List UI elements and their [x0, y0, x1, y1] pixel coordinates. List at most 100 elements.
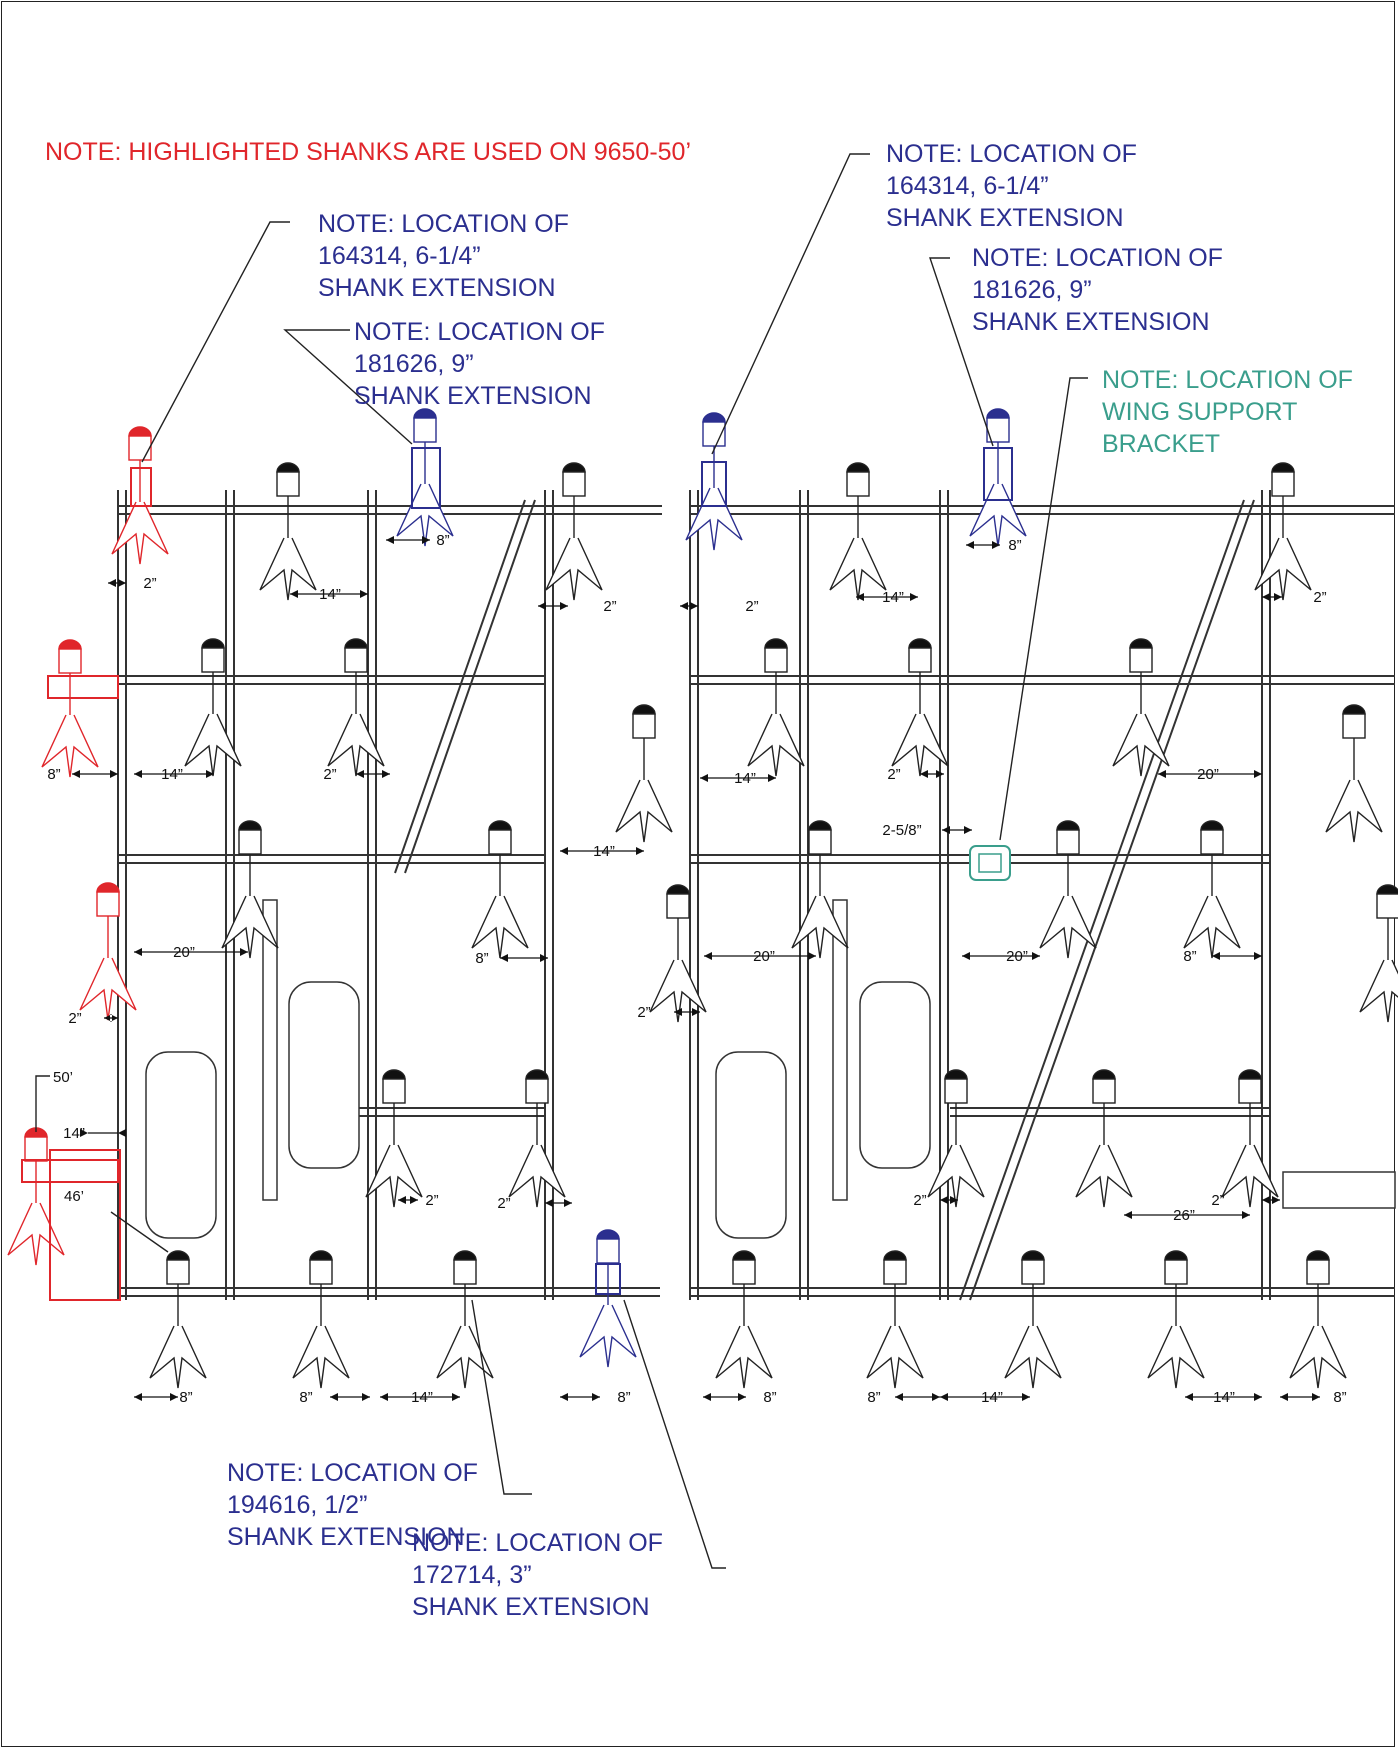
shank-clamp — [24, 1136, 48, 1162]
wing-extension-highlighted — [47, 675, 119, 699]
note-line: 181626, 9” — [972, 276, 1092, 304]
dim-bottom-label: 8” — [617, 1389, 630, 1406]
sweep — [1075, 1144, 1133, 1208]
leader-line — [471, 1299, 532, 1495]
shank-cap — [453, 1250, 477, 1261]
shank-clamp — [1342, 713, 1366, 739]
shank-clamp — [201, 647, 225, 673]
shank-clamp — [1092, 1078, 1116, 1104]
dim-2-arrow — [920, 770, 944, 778]
sweep — [1359, 959, 1398, 1023]
note-line: 181626, 9” — [354, 350, 474, 378]
dim-2-label: 2” — [745, 598, 758, 615]
dim-bottom-arrow — [330, 1393, 370, 1401]
dim-2-arrow — [680, 602, 698, 610]
shank — [927, 1069, 985, 1208]
shank — [1325, 704, 1383, 843]
shank-clamp — [666, 893, 690, 919]
sweep — [1221, 1144, 1279, 1208]
shank — [791, 820, 849, 959]
shank-cap — [1342, 704, 1366, 715]
shank — [685, 412, 743, 551]
shank — [1075, 1069, 1133, 1208]
shank-cap — [944, 1069, 968, 1080]
note-right-164314: NOTE: LOCATION OF 164314, 6-1/4” SHANK E… — [886, 138, 1137, 234]
shank-clamp — [944, 1078, 968, 1104]
note-line: SHANK EXTENSION — [354, 382, 592, 410]
sweep — [615, 779, 673, 843]
dim-2-5-8-label: 2-5/8” — [882, 822, 921, 839]
shank-cap — [883, 1250, 907, 1261]
sweep — [545, 537, 603, 601]
dim-14-label: 14” — [319, 586, 341, 603]
shank-clamp — [562, 471, 586, 497]
label-46: 46’ — [64, 1188, 84, 1205]
dim-20-label: 20” — [1006, 948, 1028, 965]
shank — [184, 638, 242, 777]
sweep — [436, 1325, 494, 1389]
sweep — [292, 1325, 350, 1389]
shank-cap — [128, 426, 152, 437]
shank-cap — [666, 884, 690, 895]
shank — [111, 426, 169, 565]
sweep — [79, 957, 137, 1021]
shank — [7, 1127, 65, 1266]
gauge-wheel — [715, 1051, 787, 1239]
shank — [545, 462, 603, 601]
sweep — [1325, 779, 1383, 843]
note-right-181626: NOTE: LOCATION OF 181626, 9” SHANK EXTEN… — [972, 242, 1223, 338]
dim-14-label: 14” — [161, 766, 183, 783]
note-line: WING SUPPORT — [1102, 398, 1298, 426]
dim-2-label: 2” — [887, 766, 900, 783]
sweep — [111, 501, 169, 565]
shank — [508, 1069, 566, 1208]
note-line: NOTE: LOCATION OF — [972, 244, 1223, 272]
shank-extension — [411, 447, 441, 509]
shank-clamp — [276, 471, 300, 497]
sweep — [221, 895, 279, 959]
shank-cap — [382, 1069, 406, 1080]
sweep — [365, 1144, 423, 1208]
shank — [41, 639, 99, 778]
shank-clamp — [1056, 829, 1080, 855]
dim-14-arrow — [700, 774, 776, 782]
shank-cap — [1092, 1069, 1116, 1080]
note-left-181626: NOTE: LOCATION OF 181626, 9” SHANK EXTEN… — [354, 316, 605, 412]
wheel-arm — [262, 899, 278, 1201]
dim-2-arrow — [674, 1008, 700, 1016]
dim-bottom-label: 14” — [1213, 1389, 1235, 1406]
dim-2-arrow — [398, 1196, 418, 1204]
note-line: NOTE: LOCATION OF — [412, 1529, 663, 1557]
shank-extension — [701, 461, 727, 507]
shank-cap — [344, 638, 368, 649]
shank-cap — [58, 639, 82, 650]
shank — [1183, 820, 1241, 959]
wing-support-bracket — [969, 845, 1011, 881]
shank — [715, 1250, 773, 1389]
shank-clamp — [732, 1259, 756, 1285]
shank-clamp — [764, 647, 788, 673]
shank — [1359, 884, 1398, 1023]
dim-2-arrow — [538, 602, 568, 610]
dim-20-arrow — [962, 952, 1040, 960]
dim-2-arrow — [1262, 593, 1282, 601]
sweep — [579, 1304, 637, 1368]
sweep — [685, 487, 743, 551]
sweep — [1112, 713, 1170, 777]
shank — [221, 820, 279, 959]
shank-clamp — [488, 829, 512, 855]
dim-2-label: 2” — [1211, 1192, 1224, 1209]
shank-clamp — [908, 647, 932, 673]
shank-cap — [632, 704, 656, 715]
sweep — [791, 895, 849, 959]
shank — [969, 408, 1027, 547]
shank-extension — [595, 1263, 621, 1295]
dim-bottom-arrow — [1185, 1393, 1262, 1401]
sweep — [715, 1325, 773, 1389]
shank — [649, 884, 707, 1023]
shank — [829, 462, 887, 601]
shank — [365, 1069, 423, 1208]
shank-cap — [488, 820, 512, 831]
note-line: NOTE: LOCATION OF — [354, 318, 605, 346]
